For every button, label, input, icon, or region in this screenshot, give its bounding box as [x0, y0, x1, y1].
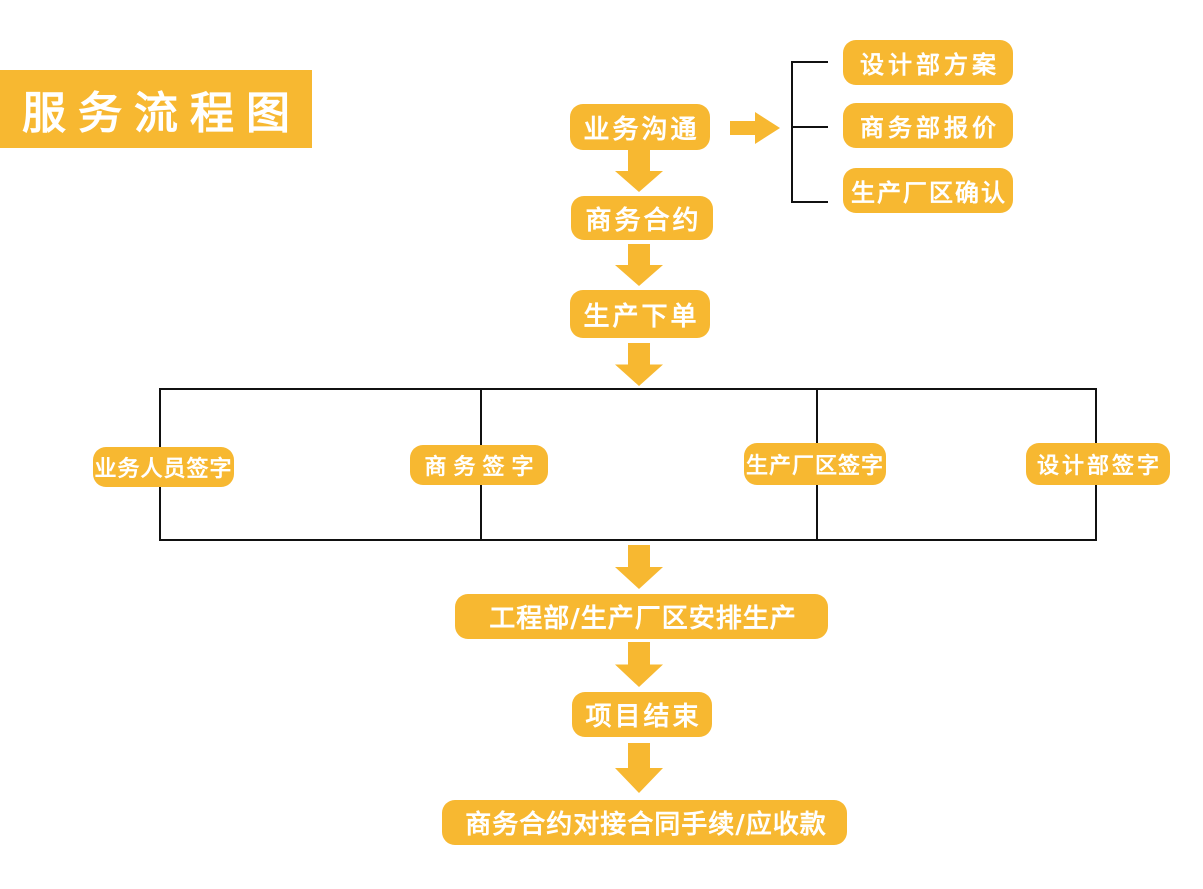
down-arrow-2-icon [615, 244, 663, 286]
down-arrow-5-icon [615, 642, 663, 687]
node-business-communication: 业务沟通 [570, 104, 710, 150]
down-arrow-1-icon [615, 150, 663, 192]
node-business-signature: 商务签字 [410, 445, 548, 485]
branch-bracket-vline [791, 61, 793, 203]
node-business-contract: 商务合约 [571, 196, 713, 240]
down-arrow-6-icon [615, 743, 663, 793]
node-design-dept-plan: 设计部方案 [843, 40, 1013, 85]
node-sales-staff-signature: 业务人员签字 [93, 447, 234, 487]
signature-connector-frame [159, 388, 1097, 541]
node-design-dept-signature: 设计部签字 [1026, 443, 1170, 485]
down-arrow-4-icon [615, 545, 663, 589]
branch-bracket-tick-middle [791, 126, 828, 128]
node-production-order: 生产下单 [570, 290, 710, 338]
node-production-plant-confirm: 生产厂区确认 [843, 168, 1013, 213]
branch-bracket-tick-top [791, 61, 828, 63]
node-project-end: 项目结束 [572, 692, 712, 737]
right-arrow-icon [730, 112, 780, 144]
down-arrow-3-icon [615, 343, 663, 386]
branch-bracket-tick-bottom [791, 201, 828, 203]
node-production-plant-signature: 生产厂区签字 [744, 443, 886, 485]
page-title: 服务流程图 [0, 70, 312, 148]
node-business-dept-quote: 商务部报价 [843, 103, 1013, 148]
node-contract-procedures-receivables: 商务合约对接合同手续/应收款 [442, 800, 847, 845]
node-engineering-arranges-production: 工程部/生产厂区安排生产 [455, 594, 828, 639]
